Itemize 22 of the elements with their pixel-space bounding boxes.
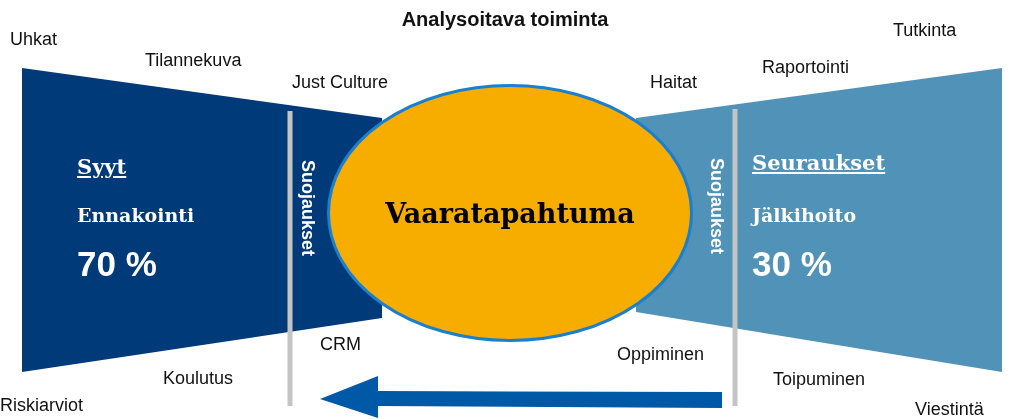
node-title: Vaaratapahtuma	[385, 197, 635, 229]
text-label: Koulutus	[163, 369, 234, 387]
barrier-label: Suojaukset	[299, 160, 317, 257]
text-label: Tilannekuva	[145, 51, 242, 69]
text-label: Raportointi	[762, 58, 850, 76]
percentage-text: 70 %	[77, 244, 157, 284]
percentage-text: 30 %	[752, 244, 832, 284]
heading-text: Seuraukset	[752, 150, 886, 175]
text-label: Viestintä	[915, 400, 984, 418]
subheading-text: Ennakointi	[77, 204, 195, 226]
text-label: Toipuminen	[773, 370, 866, 388]
text-label: Uhkat	[10, 30, 58, 48]
text-label: Oppiminen	[617, 345, 705, 363]
subheading-text: Jälkihoito	[752, 204, 857, 226]
heading-text: Syyt	[77, 154, 127, 179]
title: Analysoitava toiminta	[401, 9, 609, 29]
text-label: Just Culture	[292, 73, 389, 91]
text-label: Haitat	[650, 73, 698, 91]
text-label: CRM	[320, 335, 361, 353]
text-label: Riskiarviot	[0, 396, 83, 414]
barrier-label: Suojaukset	[708, 158, 726, 255]
text-label: Tutkinta	[893, 21, 957, 39]
